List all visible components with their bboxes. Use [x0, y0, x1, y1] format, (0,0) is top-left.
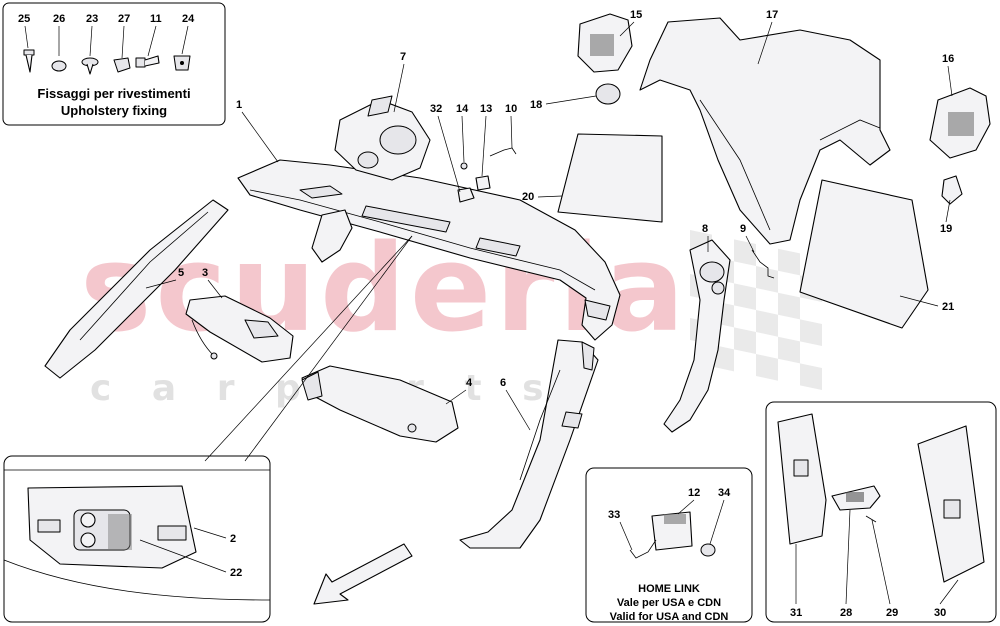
- part-29-screw: [865, 515, 877, 523]
- part-19-clip: [941, 175, 963, 205]
- callout-31: 31: [790, 607, 802, 619]
- part-34-grommet: [700, 543, 716, 557]
- callout-33: 33: [608, 509, 620, 521]
- callout-7: 7: [400, 51, 406, 63]
- screw-25-icon: [23, 49, 35, 73]
- callout-30: 30: [934, 607, 946, 619]
- part-16-speaker: [929, 87, 991, 159]
- callout-19: 19: [940, 223, 952, 235]
- callouts: 1 7 32 14 13 10 15 17 18 20 16 19 21 8 9…: [139, 9, 959, 619]
- clip-23-icon: [81, 57, 99, 75]
- callout-12: 12: [688, 487, 700, 499]
- callout-8: 8: [702, 223, 708, 235]
- fixing-label-25: 25: [18, 13, 30, 25]
- part-8-c-pillar-trim: [663, 239, 731, 433]
- callout-3: 3: [202, 267, 208, 279]
- homelink-title: HOME LINK: [638, 583, 700, 595]
- part-1-roof-rail: [237, 159, 621, 341]
- fixings-title-en: Upholstery fixing: [61, 103, 167, 118]
- callout-9: 9: [740, 223, 746, 235]
- part-21-board: [799, 179, 929, 329]
- part-15-speaker-cover: [577, 13, 633, 73]
- fixings-title-it: Fissaggi per rivestimenti: [37, 86, 190, 101]
- part-3-sun-visor-left: [185, 295, 294, 363]
- part-32-cover: [457, 187, 475, 203]
- part-20-panel: [557, 133, 663, 223]
- part-18-disc: [595, 83, 621, 105]
- nut-26-icon: [51, 60, 67, 72]
- fixing-label-24: 24: [182, 13, 195, 25]
- part-10-lead: [489, 147, 517, 157]
- callout-32: 32: [430, 103, 442, 115]
- callout-22: 22: [230, 567, 242, 579]
- part-9-bracket: [751, 249, 775, 279]
- callout-15: 15: [630, 9, 642, 21]
- clip-24-icon: [173, 55, 191, 71]
- part-14-clip: [460, 162, 468, 170]
- fixing-label-27: 27: [118, 13, 130, 25]
- callout-21: 21: [942, 301, 954, 313]
- callout-4: 4: [466, 377, 473, 389]
- fixing-label-26: 26: [53, 13, 65, 25]
- part-7-roof-console: [334, 95, 431, 181]
- direction-arrow: [313, 543, 413, 605]
- callout-20: 20: [522, 191, 534, 203]
- fixings-frame: [2, 2, 226, 126]
- fixing-label-23: 23: [86, 13, 98, 25]
- part-33-wire: [629, 539, 657, 559]
- fixing-label-11: 11: [150, 13, 162, 25]
- callout-14: 14: [456, 103, 469, 115]
- clip-27-icon: [113, 57, 131, 73]
- callout-28: 28: [840, 607, 852, 619]
- screw-11-icon: [135, 55, 160, 68]
- part-17-rear-panel: [639, 17, 891, 245]
- callout-17: 17: [766, 9, 778, 21]
- callout-18: 18: [530, 99, 542, 111]
- inset-homelink: HOME LINK Vale per USA e CDN Valid for U…: [585, 467, 753, 623]
- inset-roof-light: [3, 455, 271, 623]
- callout-10: 10: [505, 103, 517, 115]
- part-1-bracket: [311, 209, 353, 263]
- part-5-a-pillar-trim: [44, 199, 229, 379]
- part-4-sun-visor-right: [301, 365, 459, 443]
- callout-6: 6: [500, 377, 506, 389]
- callout-1: 1: [236, 99, 242, 111]
- callout-34: 34: [718, 487, 731, 499]
- callout-16: 16: [942, 53, 954, 65]
- inset-trim-pieces: [765, 401, 997, 623]
- callout-13: 13: [480, 103, 492, 115]
- homelink-line-en: Valid for USA and CDN: [610, 611, 729, 623]
- callout-29: 29: [886, 607, 898, 619]
- fixings-box: 25 26 23 27 11 24 Fissa: [2, 2, 226, 126]
- callout-5: 5: [178, 267, 184, 279]
- part-6-b-pillar-trim: [459, 339, 599, 549]
- part-13-hook: [475, 175, 491, 191]
- homelink-line-it: Vale per USA e CDN: [617, 597, 721, 609]
- part-31-panel: [777, 413, 827, 545]
- callout-2: 2: [230, 533, 236, 545]
